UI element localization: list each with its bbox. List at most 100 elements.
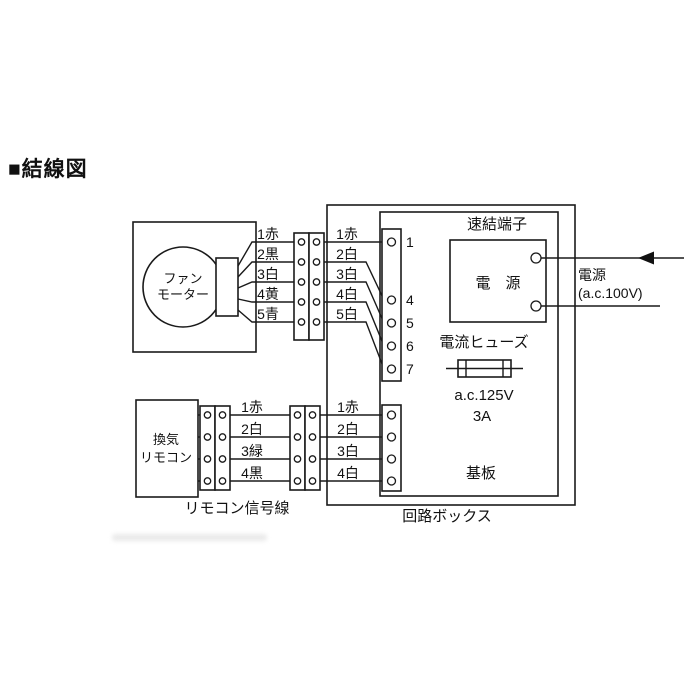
- circuit-box-caption: 回路ボックス: [402, 508, 492, 525]
- motor-wire-labels-right: 1赤 2白 3白 4白 5白: [336, 226, 358, 322]
- wire-label: 2白: [241, 421, 263, 437]
- connector-pin: [308, 477, 317, 485]
- connector-pin: [203, 455, 212, 463]
- fan-motor-section: ファン モーター: [132, 221, 257, 353]
- connector-pin: [312, 258, 321, 266]
- remote-control-box: [135, 399, 199, 498]
- connector-pin: [297, 258, 306, 266]
- terminal-pin: [386, 318, 397, 328]
- connector-housing: [304, 405, 321, 491]
- page-title: ■結線図: [8, 158, 88, 181]
- power-supply-label-1: 電源: [578, 267, 606, 283]
- fuse-rating-voltage: a.c.125V: [454, 387, 513, 404]
- wire-label: 4白: [336, 286, 358, 302]
- board-terminal-strip-lower: [381, 404, 402, 492]
- wire-label: 5白: [336, 306, 358, 322]
- wire-label: 3白: [336, 266, 358, 282]
- wire-label: 1赤: [257, 226, 279, 242]
- terminal-number: 7: [406, 361, 414, 377]
- connector-pin: [218, 477, 227, 485]
- connector-pin: [218, 455, 227, 463]
- quick-terminal-label: 速結端子: [467, 216, 527, 233]
- circuit-box-outline: [326, 204, 576, 506]
- remote-control-section: 換気 リモコン: [135, 399, 199, 498]
- terminal-number: 4: [406, 292, 414, 308]
- connector-housing: [308, 232, 325, 341]
- terminal-pin: [386, 476, 397, 486]
- wire-label: 1赤: [241, 399, 263, 415]
- remote-connector-block-2: [289, 405, 321, 491]
- connector-pin: [293, 455, 302, 463]
- terminal-strip: [381, 228, 402, 382]
- connector-pin: [203, 477, 212, 485]
- fan-motor-box: [132, 221, 257, 353]
- wire-label: 2黒: [257, 246, 279, 262]
- wire-label: 3白: [257, 266, 279, 282]
- wire-label: 4黄: [257, 286, 279, 302]
- wire-label: 1赤: [336, 226, 358, 242]
- terminal-pin: [386, 237, 397, 247]
- motor-terminal-block: [215, 257, 239, 317]
- connector-pin: [293, 477, 302, 485]
- wire-label: 3白: [337, 443, 359, 459]
- scan-artifact: [112, 534, 267, 541]
- connector-pin: [297, 278, 306, 286]
- terminal-number: 6: [406, 338, 414, 354]
- wire-label: 2白: [337, 421, 359, 437]
- wire-label: 4黒: [241, 465, 263, 481]
- board-outline: [379, 211, 559, 497]
- connector-pin: [308, 411, 317, 419]
- wire-label: 3緑: [241, 443, 263, 459]
- connector-pin: [297, 318, 306, 326]
- wire-label: 5青: [257, 306, 279, 322]
- terminal-pin: [386, 454, 397, 464]
- power-section: 速結端子 電 源 電源 (a.c.100V): [449, 216, 684, 323]
- power-terminal-pin: [530, 300, 542, 312]
- fuse-rating-current: 3A: [473, 408, 491, 425]
- power-terminal-pin: [530, 252, 542, 264]
- connector-pin: [312, 238, 321, 246]
- connector-housing: [214, 405, 231, 491]
- terminal-pin: [386, 341, 397, 351]
- connector-pin: [218, 411, 227, 419]
- remote-wire-labels-right: 1赤 2白 3白 4白: [337, 399, 359, 481]
- fan-motor-label-1: ファン: [163, 271, 202, 286]
- terminal-strip: [381, 404, 402, 492]
- connector-pin: [312, 278, 321, 286]
- terminal-pin: [386, 432, 397, 442]
- motor-wire-labels-left: 1赤 2黒 3白 4黄 5青: [257, 226, 279, 322]
- fan-motor-label-2: モーター: [157, 287, 209, 302]
- fuse-section: 電流ヒューズ a.c.125V 3A: [439, 334, 528, 425]
- power-arrow-icon: [638, 251, 654, 265]
- connector-pin: [297, 298, 306, 306]
- connector-pin: [308, 455, 317, 463]
- remote-connector-block-1: [199, 405, 231, 491]
- connector-pin: [312, 318, 321, 326]
- power-box-label: 電 源: [475, 275, 520, 292]
- connector-pin: [203, 433, 212, 441]
- terminal-number: 5: [406, 315, 414, 331]
- power-supply-label-2: (a.c.100V): [578, 285, 643, 301]
- connector-pin: [203, 411, 212, 419]
- terminal-pin: [386, 295, 397, 305]
- remote-wire-labels-left: 1赤 2白 3緑 4黒: [241, 399, 263, 481]
- connector-pin: [293, 433, 302, 441]
- fuse-label: 電流ヒューズ: [439, 334, 528, 351]
- remote-signal-caption: リモコン信号線: [184, 500, 289, 517]
- board-terminal-strip-upper: 1 4 5 6 7: [381, 228, 414, 382]
- connector-pin: [312, 298, 321, 306]
- remote-label-2: リモコン: [140, 450, 192, 465]
- connector-pin: [308, 433, 317, 441]
- connector-pin: [218, 433, 227, 441]
- terminal-number: 1: [406, 234, 414, 250]
- power-box: [449, 239, 547, 323]
- terminal-pin: [386, 364, 397, 374]
- wire-label: 4白: [337, 465, 359, 481]
- terminal-pin: [386, 410, 397, 420]
- motor-connector-block: [293, 232, 325, 341]
- wire-line: [237, 241, 383, 267]
- remote-label-1: 換気: [153, 432, 179, 447]
- wire-label: 1赤: [337, 399, 359, 415]
- connector-pin: [293, 411, 302, 419]
